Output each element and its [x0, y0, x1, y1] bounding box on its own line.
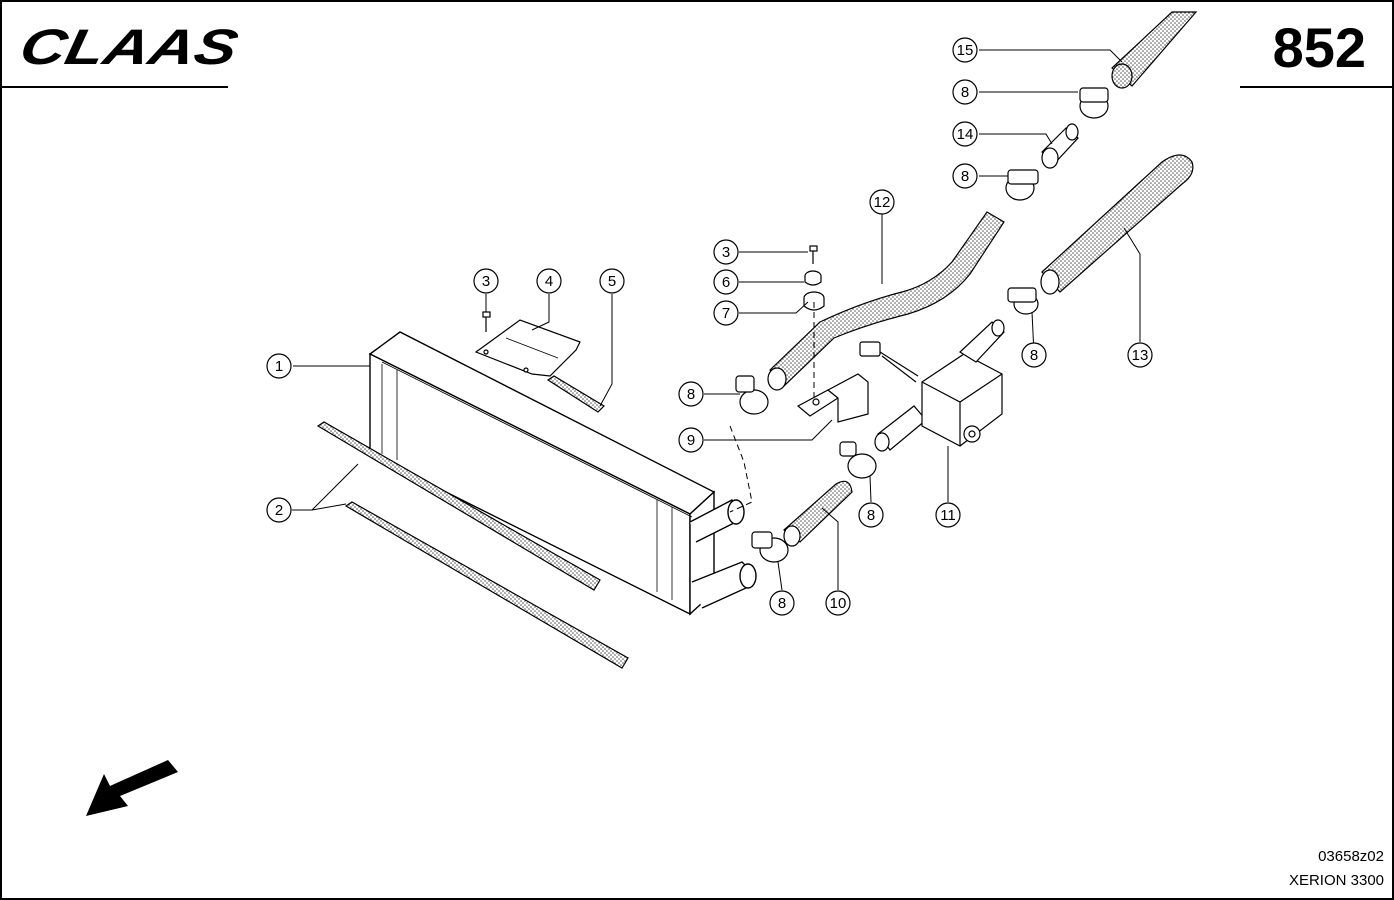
part-grommets: [803, 270, 825, 311]
svg-text:14: 14: [957, 126, 974, 143]
part-foam-strip: [546, 375, 605, 413]
part-connector-14: [1041, 123, 1079, 169]
svg-text:8: 8: [1030, 347, 1038, 364]
svg-text:CLAAS: CLAAS: [16, 24, 238, 70]
callout-13: 13: [1127, 342, 1153, 368]
callout-5: 5: [599, 268, 625, 294]
svg-text:11: 11: [940, 507, 956, 524]
part-screws: [482, 245, 818, 332]
svg-text:5: 5: [608, 273, 616, 290]
part-sealing-strips: [316, 421, 629, 669]
claas-logo: CLAAS: [16, 24, 238, 70]
direction-arrow-icon: [86, 760, 178, 816]
svg-text:8: 8: [867, 507, 875, 524]
svg-text:8: 8: [778, 595, 786, 612]
svg-text:4: 4: [545, 273, 553, 290]
svg-text:8: 8: [687, 386, 695, 403]
callout-6: 6: [713, 269, 739, 295]
callout-10: 10: [825, 590, 851, 616]
header-rule-right: [1240, 86, 1392, 88]
callout-14: 14: [952, 121, 978, 147]
callout-8: 8: [858, 502, 884, 528]
callout-8: 8: [769, 590, 795, 616]
callout-11: 11: [935, 502, 961, 528]
part-hose-15: [1111, 11, 1198, 89]
svg-text:8: 8: [961, 84, 969, 101]
header-rule-left: [2, 86, 228, 88]
svg-text:12: 12: [874, 194, 891, 211]
svg-text:13: 13: [1132, 347, 1149, 364]
part-bracket-plate: [474, 319, 581, 377]
part-mounting-bracket: [796, 373, 869, 423]
callout-8: 8: [678, 381, 704, 407]
callout-3: 3: [473, 268, 499, 294]
part-valve: [859, 319, 1005, 452]
svg-text:3: 3: [482, 273, 490, 290]
svg-text:9: 9: [687, 432, 695, 449]
part-hose-12: [767, 211, 1005, 391]
callout-8: 8: [952, 163, 978, 189]
part-hose-clamps: [735, 87, 1109, 563]
svg-text:6: 6: [722, 274, 730, 291]
drawing-code: 03658z02: [1318, 848, 1384, 865]
callout-3: 3: [713, 239, 739, 265]
svg-text:1: 1: [275, 358, 283, 375]
callout-8: 8: [1021, 342, 1047, 368]
part-radiator: [368, 331, 757, 616]
part-hose-13: [1040, 154, 1194, 295]
part-hose-10: [783, 480, 853, 547]
svg-text:3: 3: [722, 244, 730, 261]
callout-2: 2: [266, 497, 292, 523]
svg-text:15: 15: [957, 42, 974, 59]
leader-lines: [292, 49, 1141, 591]
svg-text:10: 10: [830, 595, 847, 612]
callout-4: 4: [536, 268, 562, 294]
svg-text:2: 2: [275, 502, 283, 519]
model-name: XERION 3300: [1288, 872, 1384, 889]
page-number: 852: [1272, 16, 1366, 79]
svg-text:8: 8: [961, 168, 969, 185]
callout-7: 7: [713, 300, 739, 326]
callout-1: 1: [266, 353, 292, 379]
svg-text:7: 7: [722, 305, 730, 322]
callout-9: 9: [678, 427, 704, 453]
callout-15: 15: [952, 37, 978, 63]
callout-12: 12: [869, 189, 895, 215]
callout-8: 8: [952, 79, 978, 105]
